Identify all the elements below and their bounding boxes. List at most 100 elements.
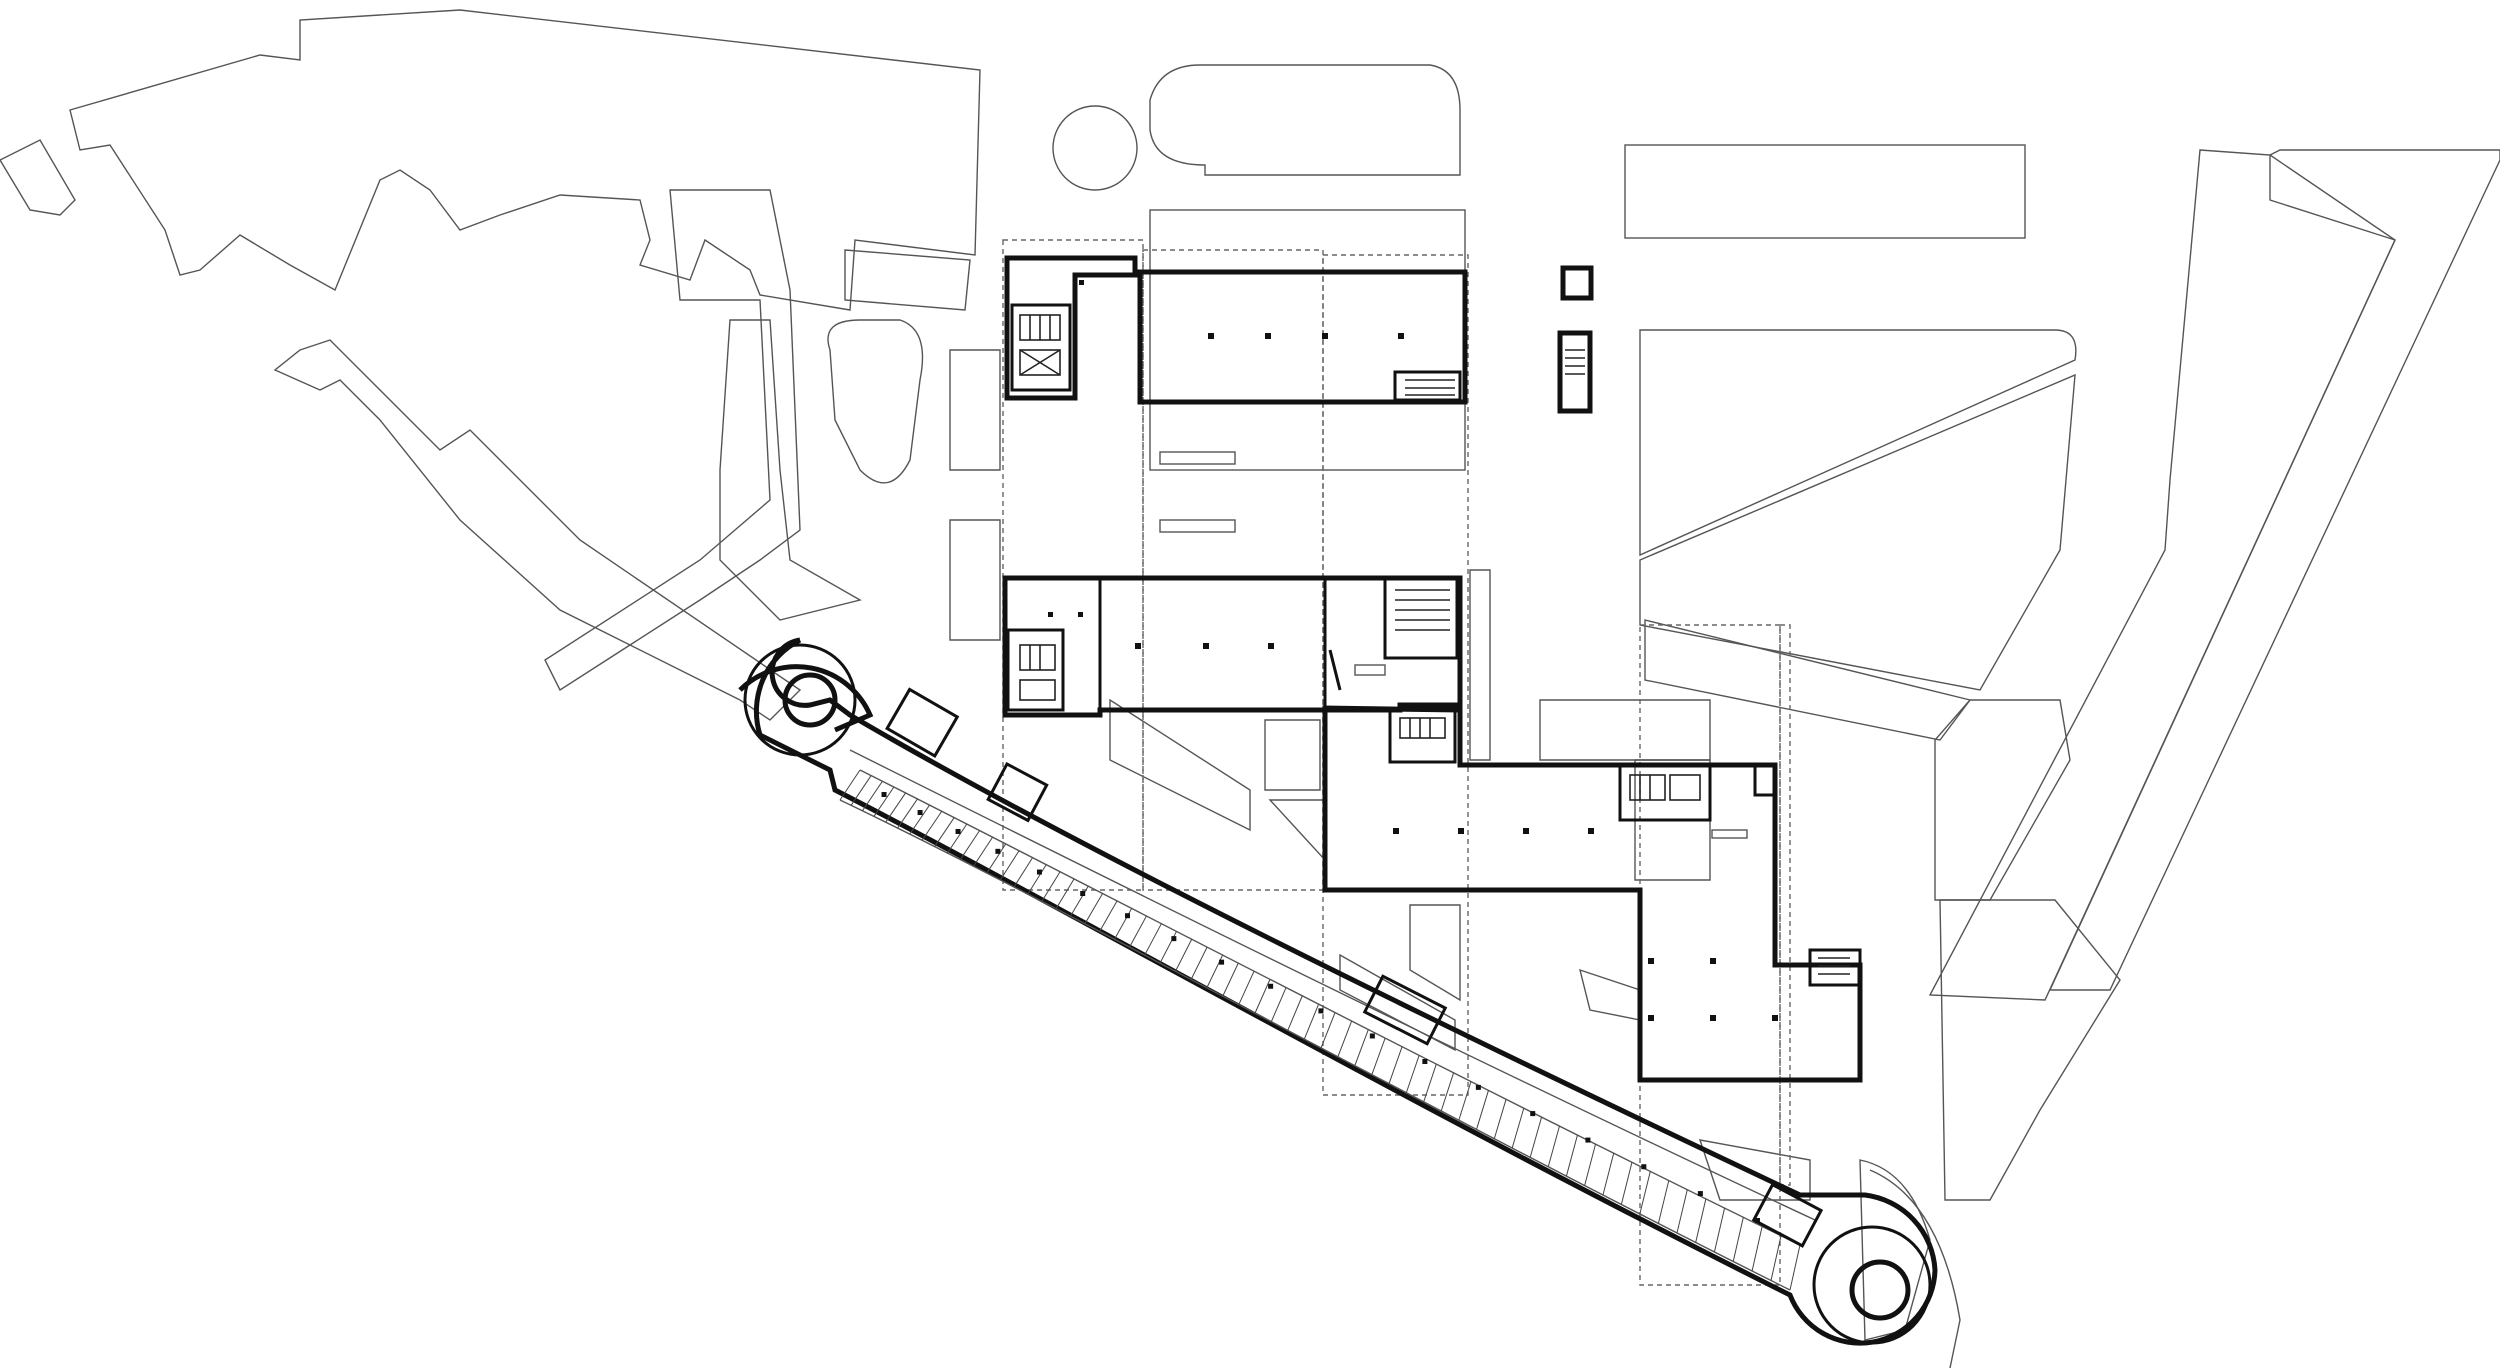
- parking-stall-divider: [1320, 1012, 1336, 1049]
- parking-stall-divider: [1027, 864, 1047, 895]
- structural-column: [1219, 959, 1225, 965]
- structural-column: [1125, 913, 1131, 919]
- parking-stall-divider: [1584, 1144, 1597, 1186]
- curved-block-inner-line-3: [849, 749, 1816, 1221]
- parking-stall-divider: [1287, 995, 1303, 1031]
- parking-stall-divider: [1303, 1004, 1320, 1040]
- parking-stall-divider: [1511, 1108, 1525, 1149]
- parking-stall-divider: [1476, 1090, 1489, 1130]
- rotunda-east-outer: [1812, 1225, 1932, 1345]
- context-outline-north-mid: [1149, 209, 1466, 471]
- dashed-outline-5: [1779, 624, 1791, 1186]
- dashed-outline-1: [1002, 239, 1144, 891]
- parking-stall-divider: [1676, 1189, 1688, 1234]
- middle-block-stair-core-east: [1383, 576, 1459, 660]
- parking-stall-divider: [850, 775, 872, 806]
- east-block-core-2: [1618, 763, 1712, 822]
- context-rect-north-mid: [844, 249, 971, 311]
- middle-block-outline: [1002, 575, 1463, 718]
- parking-stall-divider: [1084, 893, 1103, 925]
- curved-stair-core-3: [1362, 974, 1448, 1046]
- parking-stall-divider: [897, 798, 918, 829]
- parking-stall-divider: [1732, 1217, 1744, 1262]
- parking-stall-divider: [1129, 915, 1147, 948]
- context-bench-1: [1159, 451, 1236, 465]
- north-block-stair-core-west: [1010, 303, 1072, 392]
- curved-block-inner-line-2: [859, 769, 1801, 1246]
- parking-stall-divider: [1371, 1037, 1386, 1075]
- parking-stall-divider: [1114, 908, 1133, 940]
- structural-column: [1530, 1111, 1536, 1117]
- structural-column: [1754, 1218, 1760, 1224]
- context-big-plot-east: [1639, 329, 2077, 557]
- parking-stall-divider: [1099, 900, 1118, 932]
- context-wedge-south-2: [1409, 904, 1461, 1002]
- context-patch-center-2: [1634, 759, 1711, 881]
- dashed-outline-2: [1142, 249, 1324, 891]
- north-block-west-wing: [1004, 255, 1138, 401]
- parking-stall-divider: [1695, 1198, 1707, 1243]
- north-block-stair-core-east: [1393, 370, 1462, 402]
- parking-stall-divider: [1565, 1134, 1578, 1177]
- context-lot-southeast: [1859, 1159, 1931, 1341]
- curved-stair-core-4: [1751, 1182, 1824, 1248]
- rotunda-west-inner: [782, 672, 838, 728]
- context-round-kiosk: [1052, 105, 1138, 191]
- context-block-center-left-2: [949, 349, 1001, 471]
- context-building-far-east: [1928, 149, 2396, 1001]
- parking-stall-divider: [1069, 885, 1089, 917]
- context-building-north-east: [1624, 144, 2026, 239]
- east-block-columns: [1393, 828, 1778, 1021]
- east-stair-2: [1629, 774, 1701, 801]
- parking-stall-divider: [1254, 979, 1271, 1014]
- context-wedge-south: [1339, 953, 1456, 1052]
- east-block-stair-south: [1808, 948, 1862, 987]
- parking-stall-divider: [1144, 923, 1162, 956]
- structural-column: [1080, 891, 1086, 897]
- east-stair-3: [1818, 957, 1850, 975]
- parking-stall-divider: [1751, 1226, 1763, 1272]
- north-block-columns: [1079, 280, 1404, 339]
- parking-stall-divider: [1190, 946, 1208, 980]
- structural-column: [995, 848, 1001, 854]
- structural-column: [955, 828, 961, 834]
- context-wedge-middle-2: [1264, 719, 1321, 791]
- rotunda-east-inner: [1849, 1259, 1911, 1321]
- structural-column: [1369, 1033, 1375, 1039]
- context-building-west-long: [273, 339, 802, 721]
- context-lot-east-a: [1934, 699, 2071, 901]
- structural-column: [881, 792, 887, 798]
- east-block-stair-core: [1388, 708, 1457, 764]
- parking-stall-divider: [947, 823, 968, 854]
- parking-stall-divider: [1789, 1244, 1801, 1291]
- parking-stall-divider: [862, 780, 883, 812]
- curved-block-columns: [881, 792, 1760, 1224]
- context-rounded-blob: [827, 319, 924, 484]
- middle-block-stair-core-west: [1006, 628, 1065, 712]
- middle-block-columns: [1048, 612, 1274, 649]
- parking-stall-divider: [1529, 1117, 1543, 1158]
- north-stair-2: [1405, 379, 1455, 396]
- middle-block-ramp: [1328, 649, 1342, 691]
- parking-stall-divider: [1388, 1046, 1403, 1084]
- curved-stair-core-1: [885, 687, 960, 758]
- context-wedge-middle-3: [1268, 799, 1326, 862]
- structural-column: [1171, 936, 1177, 942]
- structural-column: [917, 810, 923, 816]
- parking-stall-divider: [1639, 1171, 1651, 1215]
- structural-column: [1641, 1164, 1647, 1170]
- east-block: [1322, 705, 1863, 1083]
- context-triangle-east: [1639, 373, 2076, 691]
- parking-stall-divider: [973, 836, 994, 867]
- structural-column: [1036, 869, 1042, 875]
- parking-stall-divider: [1620, 1162, 1633, 1205]
- curved-parking-block: [738, 637, 1938, 1346]
- structural-column: [1697, 1191, 1703, 1197]
- structural-column: [1475, 1084, 1481, 1090]
- middle-stair-2: [1395, 589, 1450, 631]
- rotunda-west-outer: [743, 643, 857, 757]
- parking-stall-divider: [1175, 939, 1193, 972]
- east-stair-1: [1399, 717, 1446, 739]
- curved-stair-core-2: [986, 761, 1049, 823]
- parking-stall-divider: [1337, 1020, 1353, 1057]
